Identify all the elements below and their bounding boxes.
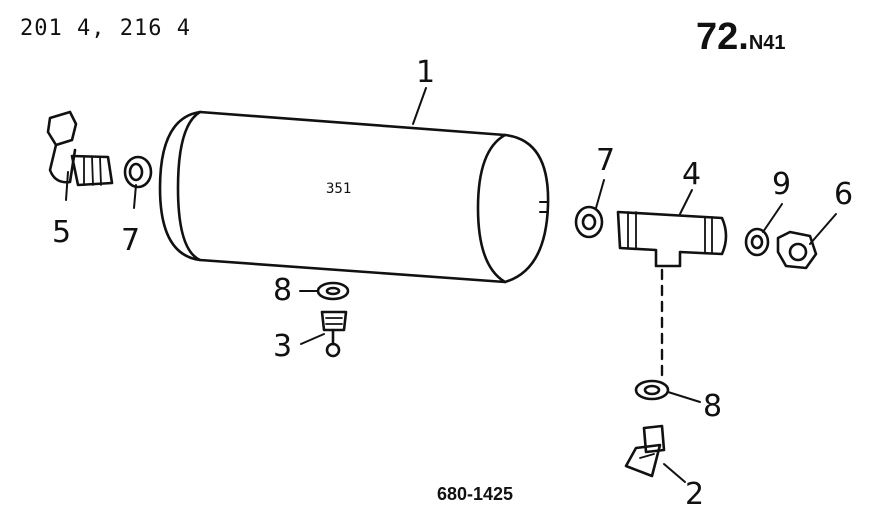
tee-fitting xyxy=(616,210,728,268)
drain-plug xyxy=(320,310,348,358)
callout-9: 9 xyxy=(772,167,792,202)
drain-valve xyxy=(624,424,666,478)
page-number: 72.N41 xyxy=(696,16,786,58)
leader-lines xyxy=(65,87,837,483)
callout-5: 5 xyxy=(52,215,72,250)
nut xyxy=(776,230,818,270)
callout-4: 4 xyxy=(682,157,702,192)
model-numbers: 201 4, 216 4 xyxy=(20,16,191,41)
callout-8-top: 8 xyxy=(273,273,293,308)
callout-6: 6 xyxy=(834,177,854,212)
tank-marking: 351 xyxy=(326,181,352,197)
drain-washer xyxy=(316,281,350,301)
callout-2: 2 xyxy=(685,477,705,512)
callout-7-left: 7 xyxy=(121,223,141,258)
washer-left xyxy=(123,155,153,189)
drawing-number: 680-1425 xyxy=(437,484,514,504)
callout-8-bottom: 8 xyxy=(703,389,723,424)
callout-7-right: 7 xyxy=(596,143,616,178)
callout-3: 3 xyxy=(273,329,293,364)
callout-1: 1 xyxy=(416,55,436,90)
ring-washer xyxy=(744,227,770,257)
elbow-fitting xyxy=(46,110,114,187)
lower-washer xyxy=(634,379,670,401)
washer-right xyxy=(574,205,604,239)
page-suffix: N41 xyxy=(748,32,786,54)
air-tank xyxy=(158,110,550,284)
